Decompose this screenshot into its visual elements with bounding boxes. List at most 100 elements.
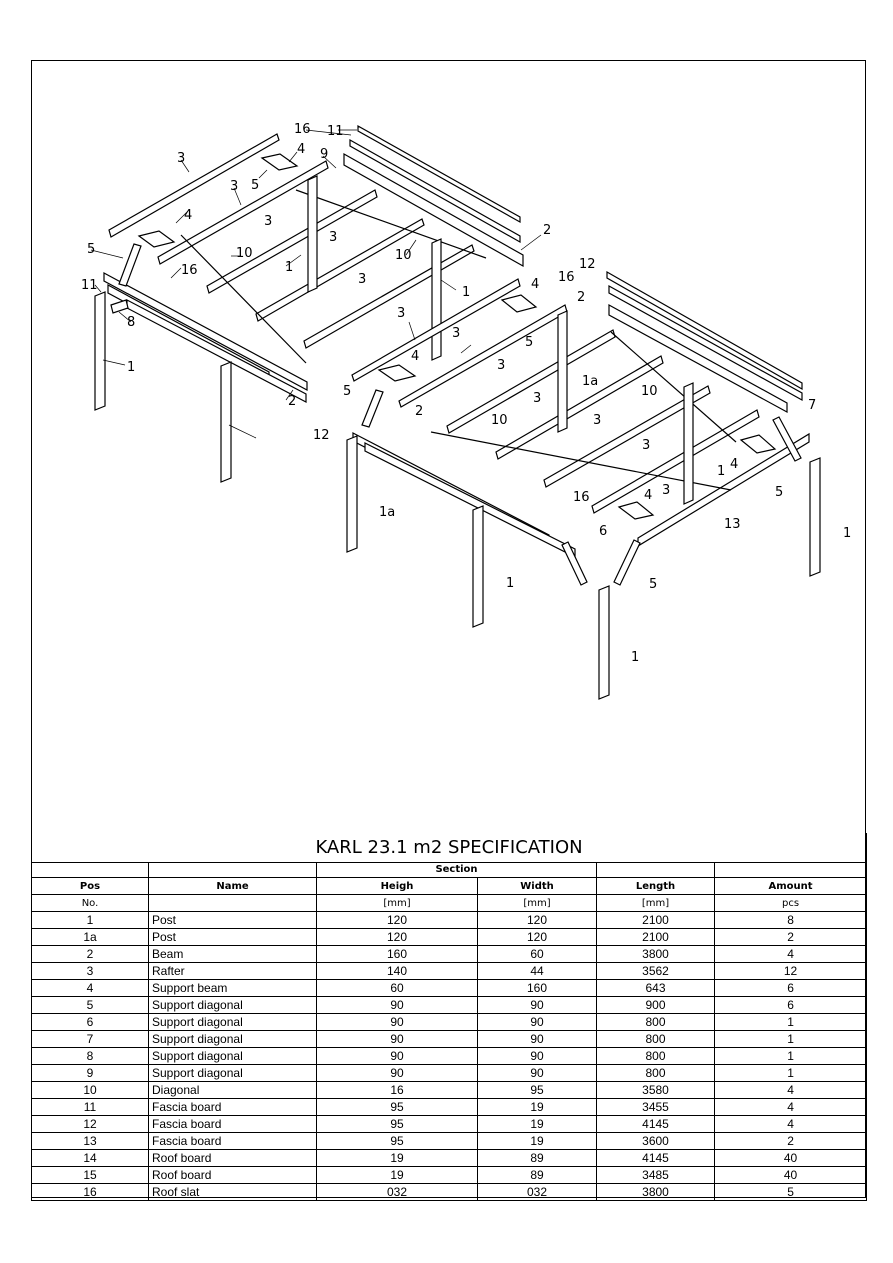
callout-label: 3 — [177, 151, 185, 166]
rafter-part — [108, 133, 280, 238]
callout-label: 6 — [599, 524, 607, 539]
cell-amount: 2 — [713, 928, 868, 946]
callout-label: 3 — [593, 413, 601, 428]
cell-amount: 1 — [713, 1013, 868, 1031]
fascia-board-part — [103, 271, 308, 392]
cell-amount: 1 — [713, 1047, 868, 1065]
cell-name: Support beam — [148, 979, 317, 997]
callout-label: 1 — [843, 526, 851, 541]
roof-slat-part — [349, 138, 521, 244]
cell-width: 95 — [477, 1081, 597, 1099]
cell-pos: 11 — [31, 1098, 149, 1116]
post-part — [346, 435, 358, 553]
cell-name: Support diagonal — [148, 1013, 317, 1031]
cell-name: Support diagonal — [148, 996, 317, 1014]
callout-label: 16 — [573, 490, 590, 505]
cell-name: Fascia board — [148, 1115, 317, 1133]
cell-length: 2100 — [596, 928, 715, 946]
callout-label: 16 — [181, 263, 198, 278]
cell-height: 95 — [316, 1098, 478, 1116]
cell-pos: 4 — [31, 979, 149, 997]
leader-lines — [90, 129, 542, 439]
callout-label: 10 — [395, 248, 412, 263]
beam-part — [126, 299, 307, 403]
cell-pos: 2 — [31, 945, 149, 963]
callout-label: 3 — [642, 438, 650, 453]
blank-cell — [148, 862, 317, 878]
cell-height: 90 — [316, 1013, 478, 1031]
column-header-width: Width — [477, 877, 597, 895]
cell-amount: 4 — [713, 1115, 868, 1133]
post-part — [809, 457, 821, 577]
cell-pos: 9 — [31, 1064, 149, 1082]
unit-amount: pcs — [713, 894, 868, 912]
cell-name: Rafter — [148, 962, 317, 980]
callout-label: 5 — [343, 384, 351, 399]
post-part — [431, 238, 442, 361]
callout-label: 13 — [724, 517, 741, 532]
cell-height: 19 — [316, 1166, 478, 1184]
specification-table: KARL 23.1 m2 SPECIFICATION Section Pos N… — [30, 833, 868, 1201]
callout-label: 4 — [297, 142, 305, 157]
callout-label: 10 — [641, 384, 658, 399]
cell-height: 160 — [316, 945, 478, 963]
cell-amount: 6 — [713, 996, 868, 1014]
cell-name: Fascia board — [148, 1132, 317, 1150]
cell-length: 3485 — [596, 1166, 715, 1184]
cell-amount: 6 — [713, 979, 868, 997]
cell-amount: 5 — [713, 1183, 868, 1201]
callout-labels: 3 16 11 4 9 5 3 4 3 2 5 10 3 10 16 11 1 … — [81, 122, 851, 665]
column-header-length: Length — [596, 877, 715, 895]
rafter-part — [495, 355, 664, 460]
cell-pos: 1 — [31, 911, 149, 929]
rafter-part — [206, 189, 378, 294]
post-part — [472, 505, 484, 628]
support-diagonal-part — [110, 299, 129, 314]
column-header-row: Pos Name Heigh Width Length Amount — [31, 877, 868, 895]
blank-cell — [713, 862, 868, 878]
callout-label: 5 — [775, 485, 783, 500]
unit-length: [mm] — [596, 894, 715, 912]
cell-length: 2100 — [596, 911, 715, 929]
callout-label: 3 — [230, 179, 238, 194]
callout-label: 4 — [184, 208, 192, 223]
cell-pos: 16 — [31, 1183, 149, 1201]
fascia-board-part — [606, 270, 803, 391]
cell-height: 032 — [316, 1183, 478, 1201]
unit-height: [mm] — [316, 894, 478, 912]
callout-label: 4 — [730, 457, 738, 472]
cell-width: 19 — [477, 1132, 597, 1150]
blank-cell — [596, 862, 715, 878]
cell-amount: 2 — [713, 1132, 868, 1150]
cell-width: 120 — [477, 911, 597, 929]
callout-label: 8 — [127, 315, 135, 330]
cell-name: Support diagonal — [148, 1064, 317, 1082]
post-part — [220, 361, 232, 483]
callout-label: 11 — [81, 278, 98, 293]
rafter-part — [351, 278, 521, 382]
cell-name: Roof slat — [148, 1183, 317, 1201]
callout-label: 3 — [662, 483, 670, 498]
support-beam-part — [137, 230, 176, 248]
cell-length: 4145 — [596, 1115, 715, 1133]
callout-label: 3 — [497, 358, 505, 373]
cell-amount: 4 — [713, 945, 868, 963]
cell-pos: 10 — [31, 1081, 149, 1099]
section-header-row: Section — [31, 862, 868, 878]
support-beam-part — [739, 434, 777, 454]
column-header-name: Name — [148, 877, 317, 895]
callout-label: 3 — [452, 326, 460, 341]
diagonal-part — [610, 331, 737, 443]
support-diagonal-part — [118, 243, 142, 287]
cell-amount: 8 — [713, 911, 868, 929]
support-diagonal-part — [613, 539, 641, 586]
cell-name: Post — [148, 928, 317, 946]
cell-width: 90 — [477, 996, 597, 1014]
fascia-board-part — [357, 124, 521, 224]
